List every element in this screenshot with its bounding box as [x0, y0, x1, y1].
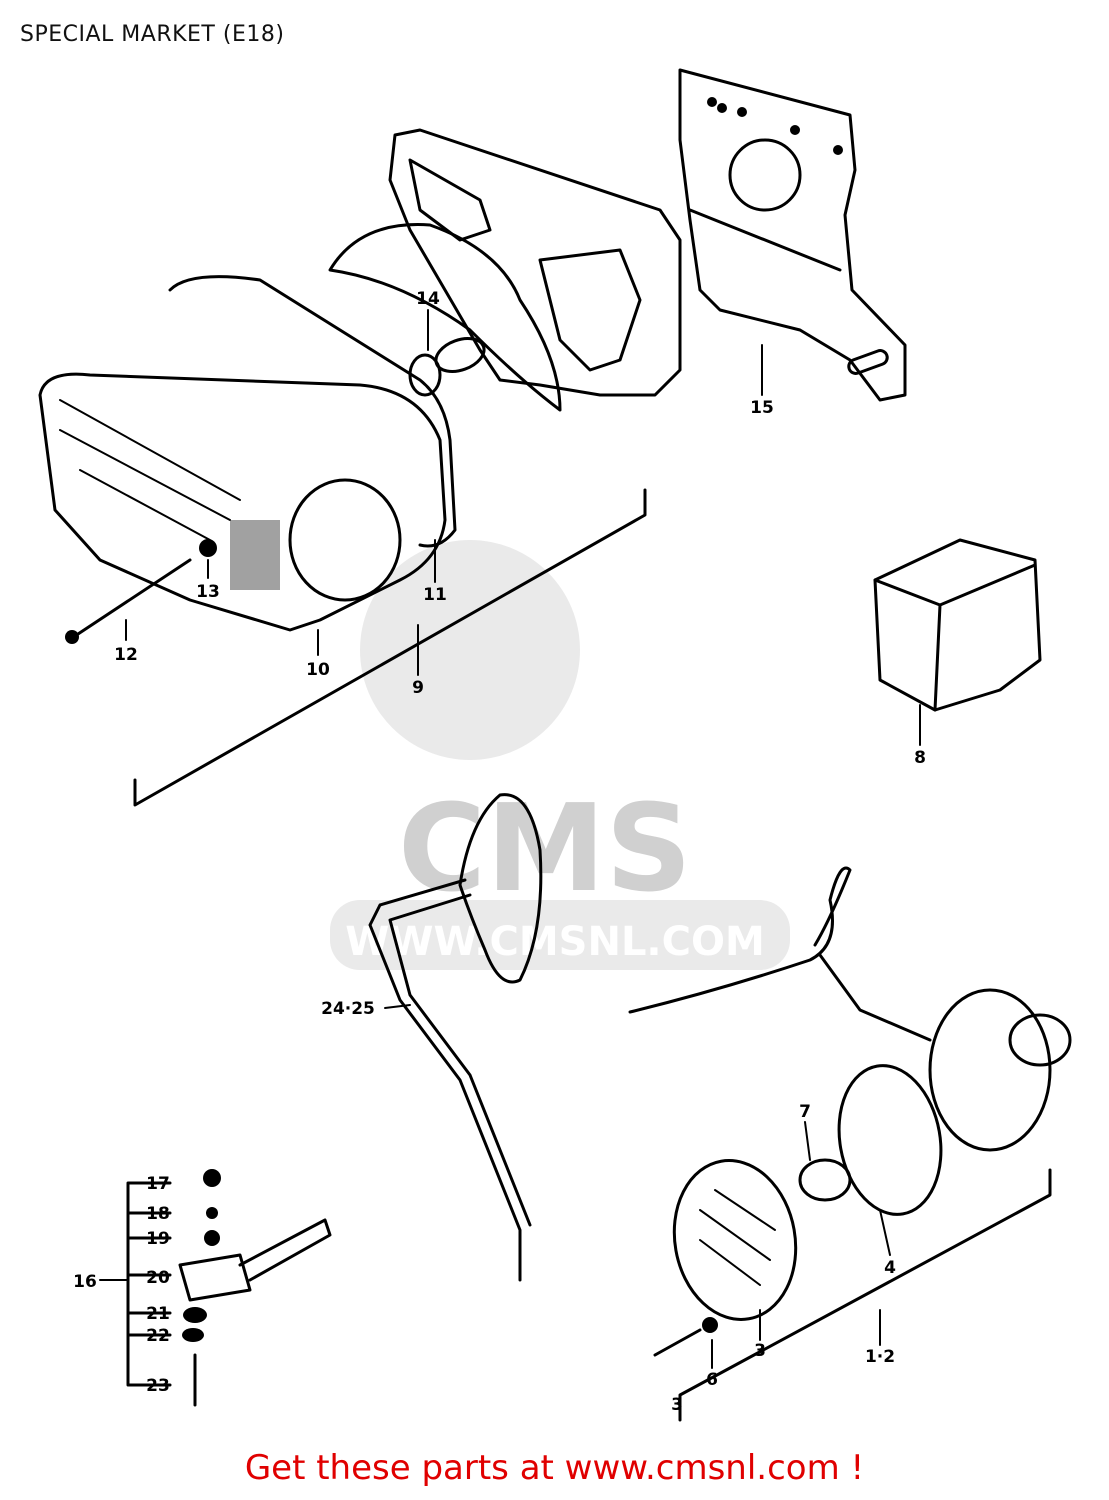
watermark-url: WWW.CMSNL.COM [345, 919, 765, 965]
rear-view-mirror [368, 793, 543, 1282]
callout-24-25: 24·25 [321, 999, 375, 1019]
callout-18: 18 [146, 1204, 170, 1224]
callout-16: 16 [73, 1272, 97, 1292]
callout-19: 19 [146, 1229, 170, 1249]
tail-light-housing [388, 128, 682, 397]
callout-13: 13 [196, 582, 220, 602]
callout-9: 9 [412, 678, 424, 698]
license-light-assembly [178, 1169, 332, 1407]
reflector-shell [328, 223, 562, 412]
callout-20: 20 [146, 1268, 170, 1288]
cms-watermark: CMS WWW.CMSNL.COM [330, 540, 790, 970]
callout-23: 23 [146, 1376, 170, 1396]
callout-10: 10 [306, 660, 330, 680]
callout-1-2: 1·2 [865, 1347, 895, 1367]
callout-8: 8 [914, 748, 926, 768]
callout-17: 17 [146, 1174, 170, 1194]
footer-cmsnl-link[interactable]: Get these parts at www.cmsnl.com ! [244, 1448, 865, 1488]
callout-11: 11 [423, 585, 447, 605]
callout-7: 7 [799, 1102, 811, 1122]
callout-22: 22 [146, 1326, 170, 1346]
callout-3b: 3 [671, 1395, 683, 1415]
lens-screw [73, 558, 192, 638]
page-title: SPECIAL MARKET (E18) [20, 22, 285, 47]
callout-15: 15 [750, 398, 774, 418]
callout-12: 12 [114, 645, 138, 665]
callout-3a: 3 [754, 1341, 766, 1361]
license-plate-bracket [678, 68, 907, 402]
callout-6: 6 [706, 1370, 718, 1390]
tail-light-lens [38, 275, 457, 632]
watermark-brand: CMS [398, 780, 692, 919]
callout-labels: 12 13 10 9 11 14 15 8 24·25 7 4 3 1·2 6 … [73, 289, 926, 1415]
callout-14: 14 [416, 289, 440, 309]
lens-washer [199, 539, 217, 557]
tail-light-bulb-socket [408, 337, 486, 397]
callout-4: 4 [884, 1258, 896, 1278]
flasher-relay [873, 538, 1042, 712]
callout-21: 21 [146, 1304, 170, 1324]
leader-lines [125, 309, 921, 1369]
turn-signal-assembly [628, 866, 1072, 1357]
group-brackets [99, 488, 1052, 1422]
